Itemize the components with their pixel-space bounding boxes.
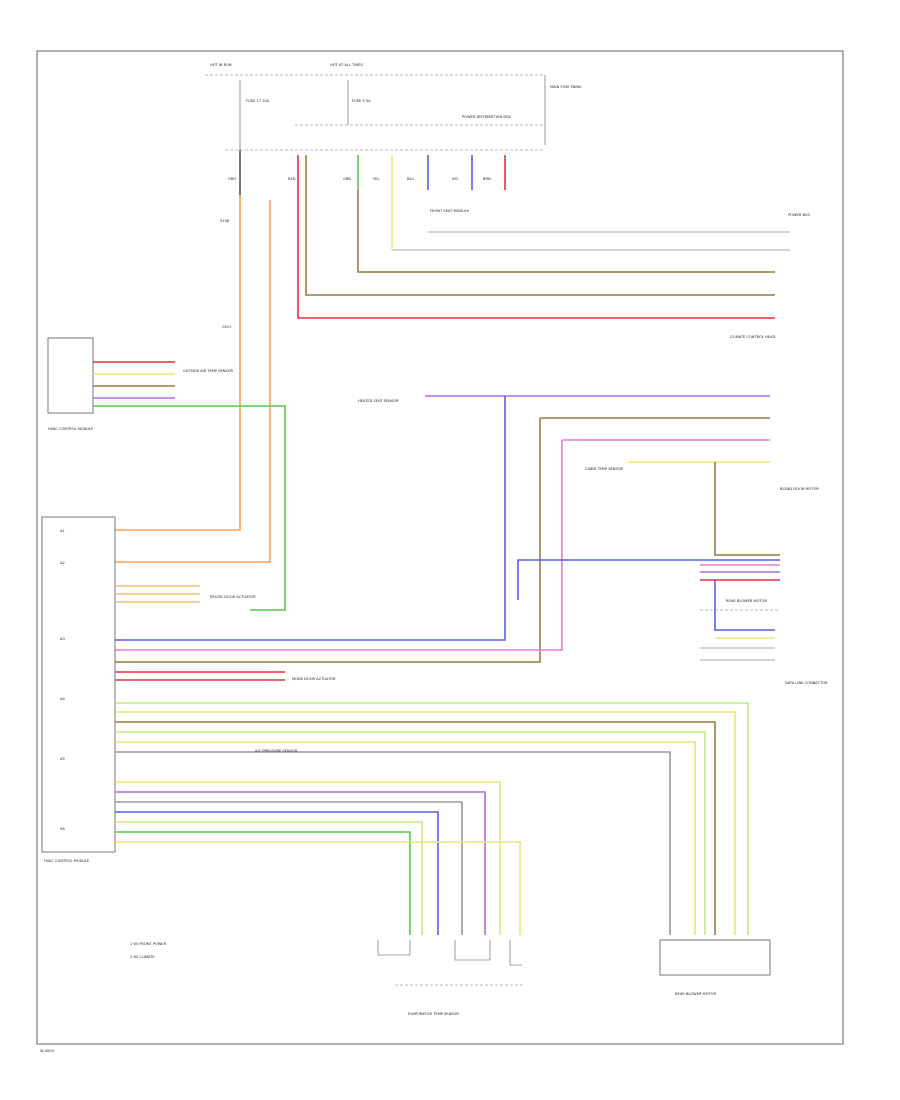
label-power-bus: POWER BUS: [788, 213, 811, 217]
label-heated-seat: HEATED SEAT SENSOR: [358, 399, 399, 403]
label-pressure-sensor: A/C PRESSURE SENSOR: [255, 749, 298, 753]
top-wire-label-1: ORG: [228, 177, 236, 181]
hvac-control-module: [41, 516, 116, 853]
label-fuse-panel: MAIN FUSE PANEL: [550, 85, 582, 89]
pin-a4: A4: [60, 697, 65, 701]
top-wire-label-6: VIO: [452, 177, 459, 181]
label-fuse-2: FUSE 9 5A: [352, 99, 371, 103]
top-wire-label-3: GRN: [343, 177, 351, 181]
label-top-connector: FRONT SEAT MODULE: [430, 209, 470, 213]
left-connector-upper: [47, 337, 94, 414]
legend-item-1: 1 W/ FRONT POWER: [130, 942, 167, 946]
top-wire-label-5: BLU: [407, 177, 414, 181]
top-wire-label-2: RED: [288, 177, 296, 181]
label-climate-head: CLIMATE CONTROL HEAD: [730, 335, 776, 339]
footer-id: W-0000: [40, 1049, 55, 1053]
label-power-dist: POWER DISTRIBUTION BOX: [462, 115, 511, 119]
label-recirc-door: RECIRC DOOR ACTUATOR: [210, 595, 256, 599]
label-outside-air: OUTSIDE AIR TEMP SENSOR: [183, 369, 234, 373]
label-hot-in-run: HOT IN RUN: [210, 63, 232, 67]
label-blend-door: BLEND DOOR MOTOR: [780, 487, 819, 491]
label-fuse-1: FUSE 17 10A: [246, 99, 270, 103]
label-evap-temp: EVAPORATOR TEMP SENSOR: [408, 1012, 459, 1016]
top-wire-label-4: YEL: [373, 177, 379, 181]
diagram-frame: [36, 50, 844, 1045]
label-splice: S108: [220, 219, 230, 223]
label-data-link: DATA LINK CONNECTOR: [785, 681, 828, 685]
pin-a1: A1: [60, 529, 65, 533]
pin-a2: A2: [60, 561, 65, 565]
label-hot-at-all-times: HOT AT ALL TIMES: [330, 63, 364, 67]
label-hvac-module-upper: HVAC CONTROL MODULE: [48, 427, 94, 431]
pin-a3: A3: [60, 637, 65, 641]
top-wire-label-7: BRN: [483, 177, 491, 181]
label-rear-blower: REAR BLOWER MOTOR: [726, 599, 767, 603]
pin-a6: A6: [60, 827, 65, 831]
legend-item-2: 2 W/ CLIMATE: [130, 955, 155, 959]
bottom-right-module: [659, 939, 771, 976]
pin-a5: A5: [60, 757, 65, 761]
label-mode-door: MODE DOOR ACTUATOR: [292, 677, 336, 681]
label-ground: G201: [222, 325, 232, 329]
label-cabin-temp: CABIN TEMP SENSOR: [585, 467, 624, 471]
label-hvac-module: HVAC CONTROL MODULE: [44, 859, 90, 863]
label-bottom-right-module: REAR BLOWER MOTOR: [675, 992, 716, 996]
